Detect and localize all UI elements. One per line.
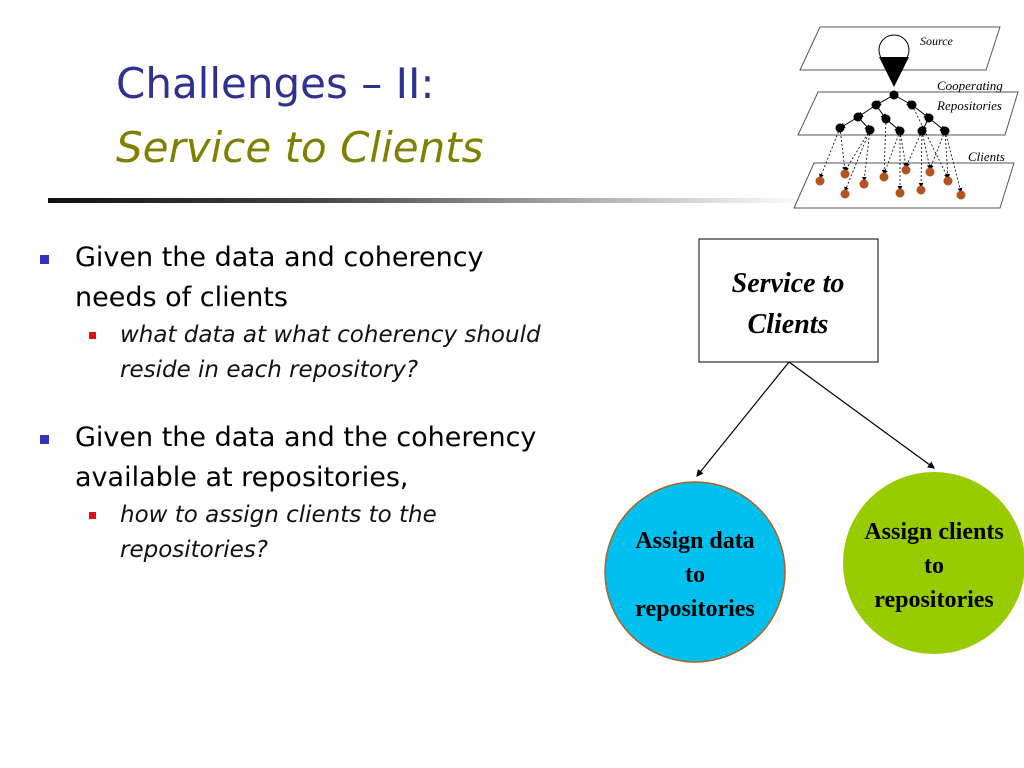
client-edge — [819, 127, 841, 179]
root-box — [698, 238, 879, 363]
assign-clients-label-3: repositories — [874, 587, 994, 613]
sub-bullet-1-line-2: reside in each repository? — [120, 357, 419, 383]
assign-clients-label-1: Assign clients — [864, 519, 1003, 545]
client-edge — [881, 118, 887, 175]
client-node — [840, 169, 850, 179]
repository-node — [871, 100, 881, 110]
root-label-2: Clients — [748, 309, 829, 340]
client-edge — [883, 130, 901, 175]
bullet-1-line-1: Given the data and coherency — [75, 242, 484, 273]
sub-bullet-marker — [89, 332, 96, 339]
title-line-2: Service to Clients — [116, 123, 484, 172]
repository-node — [895, 126, 905, 136]
repository-node — [889, 90, 899, 100]
network-diagram: Source Cooperating Repositories Clients — [793, 26, 1019, 209]
client-edge — [918, 130, 924, 188]
assign-data-label-2: to — [685, 562, 705, 588]
client-node — [895, 188, 905, 198]
repository-node — [917, 126, 927, 136]
repository-node — [853, 112, 863, 122]
client-node — [859, 179, 869, 189]
client-edge — [929, 130, 946, 170]
assign-clients-node — [843, 472, 1024, 654]
assign-data-label-1: Assign data — [635, 528, 754, 554]
repositories-label-1: Cooperating — [937, 78, 1003, 93]
title-divider — [48, 198, 808, 203]
sub-bullet-2-line-1: how to assign clients to the — [120, 502, 437, 528]
client-edge — [899, 130, 908, 168]
client-node — [840, 189, 850, 199]
slide-title: Challenges – II: Service to Clients — [116, 52, 484, 180]
repository-node — [940, 126, 950, 136]
repository-node — [907, 100, 917, 110]
bullet-1: Given the data and coherency needs of cl… — [40, 238, 600, 318]
source-label: Source — [920, 34, 954, 48]
sub-bullet-1: what data at what coherency should resid… — [89, 318, 600, 388]
repositories-plane — [797, 91, 1019, 136]
assign-clients-label-2: to — [924, 553, 944, 579]
assign-data-label-3: repositories — [635, 596, 755, 622]
client-edge — [911, 104, 949, 179]
client-edge — [844, 129, 871, 172]
bullet-marker — [40, 255, 49, 264]
repositories-label-2: Repositories — [936, 98, 1002, 113]
clients-label: Clients — [968, 149, 1005, 164]
bullet-list: Given the data and coherency needs of cl… — [40, 238, 600, 568]
client-node — [916, 185, 926, 195]
repository-nodes — [835, 90, 950, 136]
source-node — [878, 34, 910, 66]
client-node — [901, 165, 911, 175]
title-line-1: Challenges – II: — [116, 59, 435, 108]
sub-bullet-1-line-1: what data at what coherency should — [120, 322, 541, 348]
client-edge — [839, 127, 847, 172]
bullet-marker — [40, 435, 49, 444]
client-nodes — [815, 165, 966, 200]
client-edge — [844, 129, 871, 192]
repository-node — [881, 114, 891, 124]
repository-node — [835, 123, 845, 133]
tree-diagram: Service to Clients Assign data to reposi… — [604, 238, 1024, 663]
repository-edges — [839, 94, 946, 132]
bullet-2: Given the data and the coherency availab… — [40, 418, 600, 498]
client-edge — [944, 130, 963, 193]
client-node — [943, 176, 953, 186]
bullet-2-line-2: available at repositories, — [75, 462, 409, 493]
client-node — [879, 172, 889, 182]
client-edge — [905, 130, 923, 168]
repository-node — [924, 113, 934, 123]
client-edge — [862, 129, 871, 182]
client-node — [956, 190, 966, 200]
client-node — [925, 167, 935, 177]
sub-bullet-2-line-2: repositories? — [120, 537, 268, 563]
repository-node — [865, 125, 875, 135]
client-edge — [944, 130, 951, 179]
left-branch-arrow — [696, 361, 790, 477]
client-edge — [921, 130, 932, 170]
sub-bullet-marker — [89, 512, 96, 519]
source-plane — [799, 26, 1001, 71]
client-edges — [819, 104, 963, 193]
right-branch-arrow — [788, 361, 935, 469]
root-label-1: Service to — [732, 268, 845, 299]
client-node — [815, 176, 825, 186]
bullet-1-line-2: needs of clients — [75, 282, 288, 313]
bullet-2-line-1: Given the data and the coherency — [75, 422, 537, 453]
sub-bullet-2: how to assign clients to the repositorie… — [89, 498, 600, 568]
assign-data-node — [604, 481, 786, 663]
